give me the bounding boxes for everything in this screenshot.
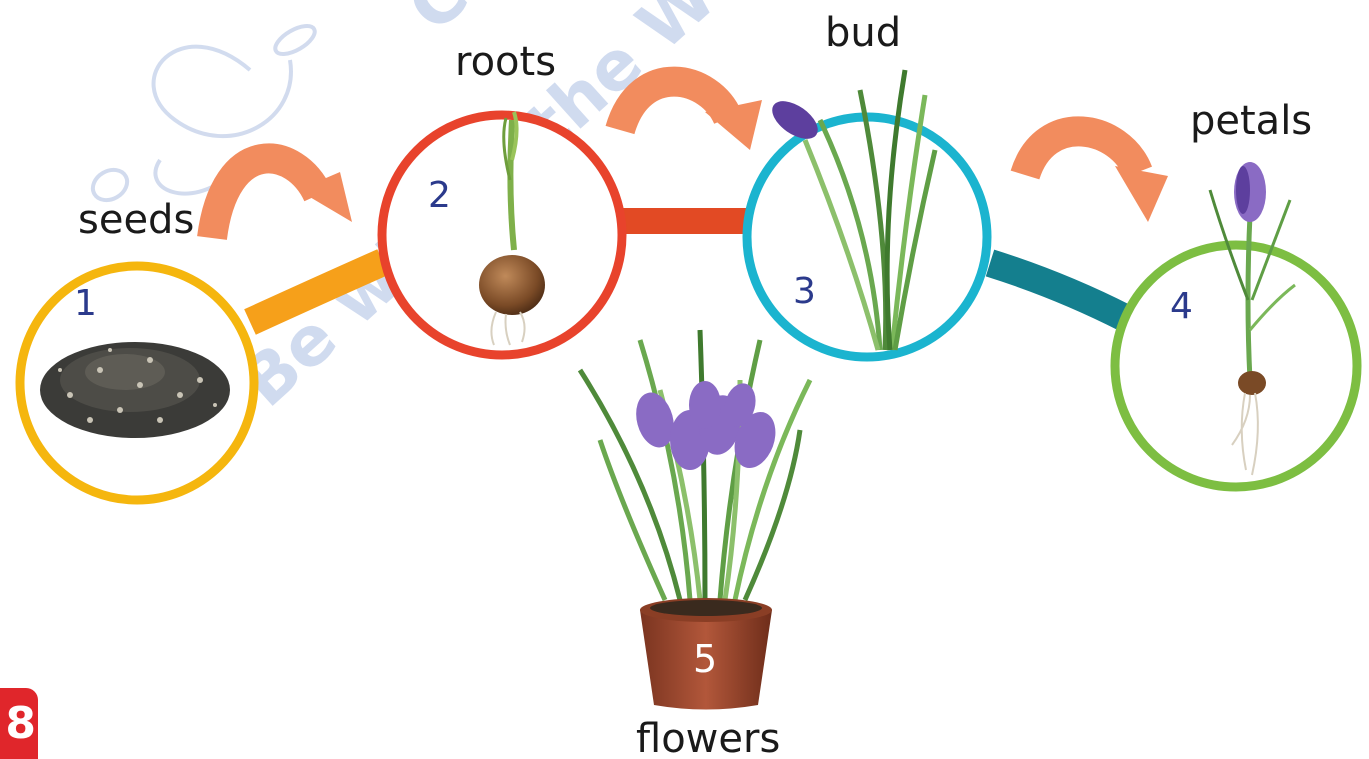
stage-4-number: 4 <box>1170 286 1193 327</box>
arrow-1-2 <box>212 158 352 238</box>
seeds-image <box>40 342 230 438</box>
stage-4: 4 petals <box>1115 98 1357 487</box>
stage-4-label: petals <box>1190 98 1312 144</box>
watermark-decoration <box>87 20 319 206</box>
connector-3-4 <box>990 263 1125 318</box>
stage-3: 3 bud <box>747 10 987 357</box>
stage-3-label: bud <box>825 10 901 56</box>
stage-5: 5 flowers <box>580 330 810 759</box>
stage-5-label: flowers <box>636 716 780 759</box>
page-number-badge: 8 <box>0 688 38 759</box>
stage-2-ring <box>382 115 622 355</box>
stage-2-label: roots <box>455 39 556 85</box>
stage-1-number: 1 <box>74 283 97 324</box>
stage-1: 1 seeds <box>20 197 254 500</box>
arrow-2-3 <box>620 82 762 150</box>
stage-5-number: 5 <box>693 637 717 681</box>
stage-4-ring <box>1115 245 1357 487</box>
stage-1-label: seeds <box>78 197 194 243</box>
stage-2-number: 2 <box>428 175 451 216</box>
arrow-3-4 <box>1025 131 1168 222</box>
stage-3-number: 3 <box>793 271 816 312</box>
